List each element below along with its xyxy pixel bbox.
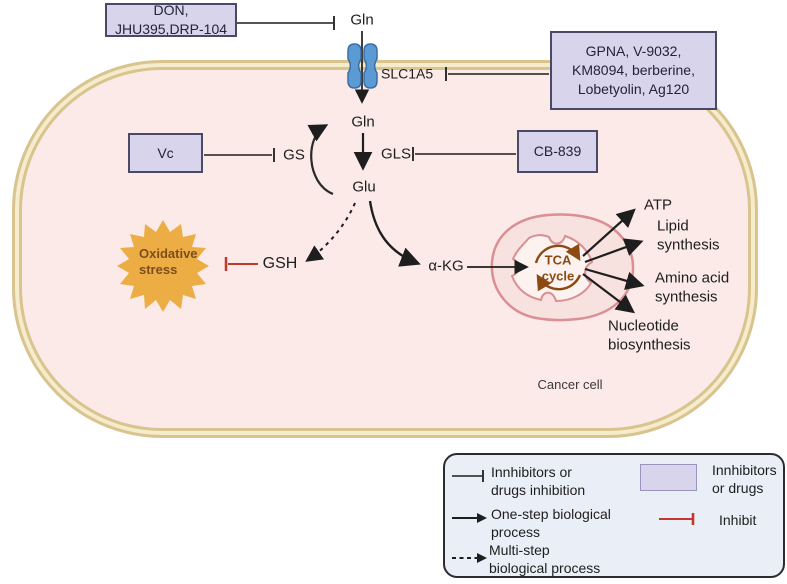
- multi-step-arrow-icon: [452, 553, 487, 563]
- don-drug-box: DON, JHU395,DRP-104: [105, 2, 237, 37]
- atp-label: ATP: [644, 196, 673, 214]
- red-inhibit-icon: [659, 513, 695, 525]
- drug-box-swatch-icon: [640, 464, 697, 491]
- legend-multi-step-label: Multi-step biological process: [489, 542, 601, 577]
- tca-cycle-label: TCA cycle: [541, 252, 575, 283]
- gls-enzyme-label: GLS: [380, 145, 412, 163]
- cancer-cell-label: Cancer cell: [537, 376, 603, 392]
- cell-membrane: [12, 60, 758, 438]
- legend-inhibit-label: Inhibit: [719, 512, 757, 528]
- glu-label: Glu: [352, 178, 376, 196]
- alpha-kg-label: α-KG: [428, 257, 464, 275]
- legend-drugs-label: Innhibitors or drugs: [712, 462, 777, 497]
- slc1a5-label: SLC1A5: [381, 65, 434, 82]
- gpna-drug-box: GPNA, V-9032, KM8094, berberine, Lobetyo…: [550, 31, 717, 110]
- gln-intracellular-label: Gln: [351, 113, 375, 131]
- one-step-arrow-icon: [452, 513, 487, 523]
- lipid-synthesis-label: Lipid synthesis: [657, 217, 720, 253]
- cb839-drug-box: CB-839: [517, 130, 598, 173]
- inhibition-line-icon: [452, 470, 484, 482]
- nucleotide-biosynthesis-label: Nucleotide biosynthesis: [608, 317, 691, 353]
- amino-acid-synthesis-label: Amino acid synthesis: [655, 269, 730, 305]
- gsh-label: GSH: [262, 255, 298, 272]
- legend: Innhibitors or drugs inhibition One-step…: [443, 453, 785, 578]
- legend-inhibition-label: Innhibitors or drugs inhibition: [491, 464, 586, 499]
- gln-extracellular-label: Gln: [350, 11, 374, 29]
- oxidative-stress-label: Oxidative stress: [139, 246, 198, 278]
- vc-drug-box: Vc: [128, 133, 203, 173]
- legend-one-step-label: One-step biological process: [491, 506, 611, 541]
- gs-enzyme-label: GS: [283, 146, 305, 164]
